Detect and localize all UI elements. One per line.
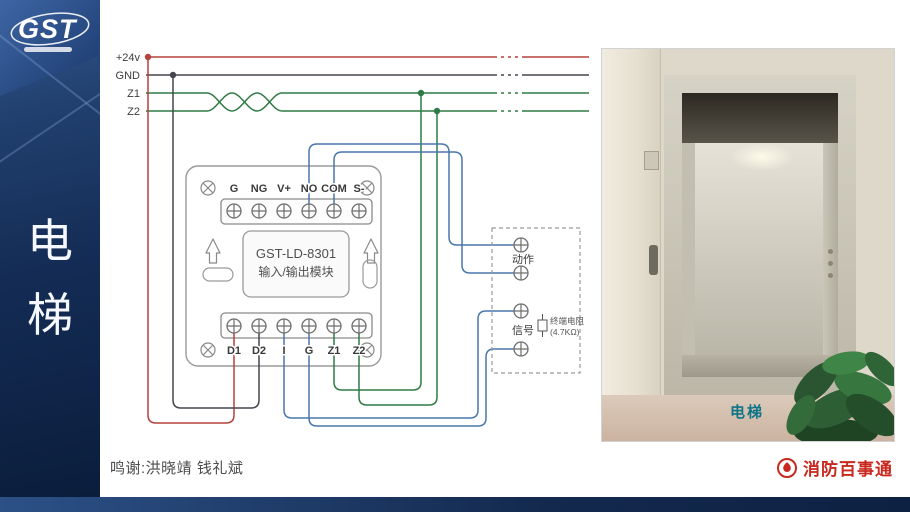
- photo-cab-floor: [682, 355, 838, 377]
- terminal-screw: [351, 318, 367, 334]
- logo-ellipse: [10, 12, 90, 46]
- photo-cab-light: [730, 143, 794, 171]
- photo-cab-right-panel: [823, 143, 838, 377]
- terminal-label: S-: [354, 183, 365, 195]
- photo-door-header: [682, 93, 838, 143]
- terminal-label: G: [230, 183, 239, 195]
- action-terminal-screw: [513, 265, 529, 281]
- brand-text: 消防百事通: [803, 460, 893, 479]
- plant: [786, 351, 894, 441]
- terminal-screw: [226, 318, 242, 334]
- module-slot-horizontal: [202, 267, 234, 282]
- wire-no-to-action: [308, 143, 514, 246]
- logo-subtext-bar: [24, 47, 72, 52]
- title-char: 电: [27, 215, 73, 267]
- module-subtitle: 输入/输出模块: [258, 264, 333, 279]
- module-bottom-terminal-strip: [220, 312, 373, 339]
- bus-label-z1: Z1: [127, 88, 140, 100]
- photo-cab-button: [828, 249, 833, 254]
- bus-label-24v: +24v: [116, 52, 141, 64]
- terminal-screw: [251, 203, 267, 219]
- wire-z2-to-module: [358, 111, 438, 406]
- junction-dot: [144, 53, 152, 61]
- wire-g-to-signal: [308, 330, 514, 427]
- terminal-label: Z1: [328, 345, 341, 357]
- elevator-terminal-box: [491, 227, 581, 374]
- module-slot-vertical: [362, 259, 378, 289]
- wire-com-to-action: [333, 151, 514, 274]
- module-top-terminal-strip: [220, 198, 373, 225]
- resistor-symbol: [537, 319, 548, 332]
- fire119-icon: [777, 457, 797, 478]
- signal-terminal-screw: [513, 303, 529, 319]
- terminal-screw: [276, 203, 292, 219]
- up-arrow-icon: [363, 238, 379, 264]
- wire-z1-to-module: [333, 93, 422, 391]
- photo-cab-button: [828, 273, 833, 278]
- gst-logo: GST: [10, 12, 90, 52]
- logo-text: GST: [18, 14, 78, 44]
- terminal-label: NG: [251, 183, 268, 195]
- plant-leaf: [834, 371, 892, 405]
- elevator-photo: 电梯: [601, 48, 895, 442]
- wire-gnd-to-d2: [172, 75, 260, 409]
- wire-24v-to-d1: [147, 57, 235, 424]
- signal-label: 信号: [512, 324, 534, 337]
- terminal-screw: [301, 203, 317, 219]
- terminal-label: Z2: [353, 345, 366, 357]
- photo-left-wall: [602, 49, 661, 395]
- junction-dot: [417, 89, 425, 97]
- signal-terminal-screw: [513, 341, 529, 357]
- bottom-bar: [0, 497, 910, 512]
- terminal-screw: [251, 318, 267, 334]
- terminal-label: NO: [301, 183, 318, 195]
- credits-text: 鸣谢:洪晓靖 钱礼斌: [110, 460, 244, 477]
- photo-cab-button: [828, 261, 833, 266]
- title-char: 梯: [27, 289, 73, 341]
- plant-leaf: [822, 351, 870, 375]
- terminal-label: D2: [252, 345, 266, 357]
- junction-dot: [433, 107, 441, 115]
- terminal-screw: [301, 318, 317, 334]
- photo-floor-indicator: [644, 151, 659, 170]
- photo-cab-left-panel: [682, 143, 695, 377]
- photo-call-panel: [649, 245, 658, 275]
- bus-label-z2: Z2: [127, 106, 140, 118]
- wire-i-to-signal: [283, 310, 514, 419]
- sidebar: GST 电 梯: [0, 0, 100, 512]
- terminal-screw: [351, 203, 367, 219]
- bus-label-gnd: GND: [116, 70, 141, 82]
- mounting-screw: [200, 342, 216, 358]
- module-name: GST-LD-8301: [256, 246, 336, 261]
- resistor-label: 终端电阻: [550, 316, 585, 326]
- action-label: 动作: [512, 253, 534, 266]
- photo-caption: 电梯: [730, 404, 765, 421]
- page-title-vertical: 电 梯: [0, 218, 100, 338]
- plant-leaf: [845, 393, 894, 437]
- plant-leaf: [864, 351, 894, 387]
- terminal-screw: [226, 203, 242, 219]
- mounting-screw: [200, 180, 216, 196]
- brand: 消防百事通: [776, 455, 893, 480]
- terminal-label: G: [305, 345, 314, 357]
- terminal-label: COM: [321, 183, 347, 195]
- terminal-screw: [276, 318, 292, 334]
- plant-leaf: [786, 395, 816, 435]
- resistor-value: (4.7KΩ): [550, 327, 580, 337]
- terminal-screw: [326, 203, 342, 219]
- sidebar-diagonal-line: [0, 79, 100, 171]
- action-terminal-screw: [513, 237, 529, 253]
- terminal-label: I: [282, 345, 285, 357]
- junction-dot: [169, 71, 177, 79]
- terminal-screw: [326, 318, 342, 334]
- twisted-pair-strand: [206, 92, 283, 112]
- terminal-label: V+: [277, 183, 291, 195]
- terminal-label: D1: [227, 345, 241, 357]
- module-label-plate: [242, 230, 350, 298]
- up-arrow-icon: [205, 238, 221, 264]
